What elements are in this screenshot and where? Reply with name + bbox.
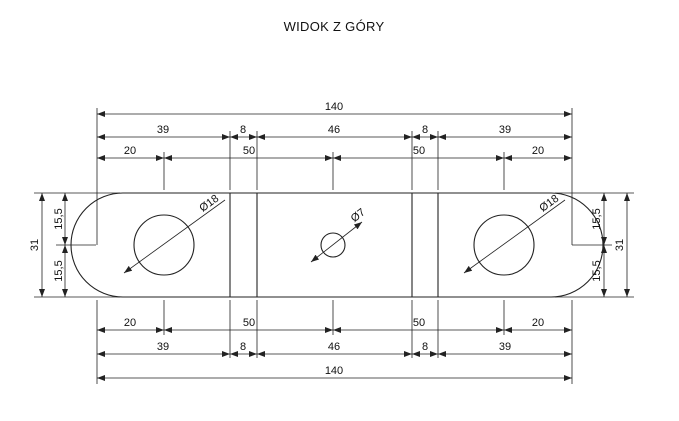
plate-contour <box>70 192 604 298</box>
top-dimensions: 140 39 8 46 8 39 20 50 50 20 <box>97 101 572 161</box>
dim-top-slot-left: 8 <box>240 124 246 136</box>
dim-top-slot-right: 8 <box>422 124 428 136</box>
dim-left-height-half-bottom: 15,5 <box>53 260 65 281</box>
dim-top-end-center-left: 20 <box>124 145 136 157</box>
leader-large-hole-right <box>463 199 566 274</box>
dim-small-hole: Ø7 <box>349 206 368 224</box>
drawing-title: WIDOK Z GÓRY <box>284 19 385 34</box>
dim-left-height-half-top: 15,5 <box>53 208 65 229</box>
dim-top-end-outer-right: 39 <box>499 124 511 136</box>
part-outline <box>70 192 604 298</box>
dim-bottom-total: 140 <box>325 365 343 377</box>
dim-top-total: 140 <box>325 101 343 113</box>
bottom-dimensions: 20 50 50 20 39 8 46 8 39 140 <box>97 317 572 381</box>
dim-bottom-middle: 46 <box>328 341 340 353</box>
dim-bottom-slot-left: 8 <box>240 341 246 353</box>
large-hole-left <box>133 214 195 276</box>
dim-top-middle: 46 <box>328 124 340 136</box>
dim-bottom-slot-right: 8 <box>422 341 428 353</box>
dim-top-center-span-left: 50 <box>243 145 255 157</box>
right-dimensions: 15,5 15,5 31 <box>591 193 630 297</box>
dim-right-height-total: 31 <box>614 239 626 251</box>
left-dimensions: 31 15,5 15,5 <box>29 193 68 297</box>
leader-small-hole <box>310 221 363 263</box>
dim-bottom-end-center-left: 20 <box>124 317 136 329</box>
dim-bottom-center-span-right: 50 <box>413 317 425 329</box>
dim-left-height-total: 31 <box>29 239 41 251</box>
dim-right-height-half-top: 15,5 <box>591 208 603 229</box>
dim-bottom-end-outer-right: 39 <box>499 341 511 353</box>
dim-right-height-half-bottom: 15,5 <box>591 260 603 281</box>
dim-bottom-end-center-right: 20 <box>532 317 544 329</box>
large-hole-right <box>473 214 535 276</box>
dim-top-end-center-right: 20 <box>532 145 544 157</box>
dim-top-center-span-right: 50 <box>413 145 425 157</box>
dim-bottom-center-span-left: 50 <box>243 317 255 329</box>
dim-bottom-end-outer-left: 39 <box>157 341 169 353</box>
dim-top-end-outer-left: 39 <box>157 124 169 136</box>
diameter-callouts: Ø18 Ø7 Ø18 <box>123 193 566 274</box>
leader-large-hole-left <box>123 199 226 274</box>
